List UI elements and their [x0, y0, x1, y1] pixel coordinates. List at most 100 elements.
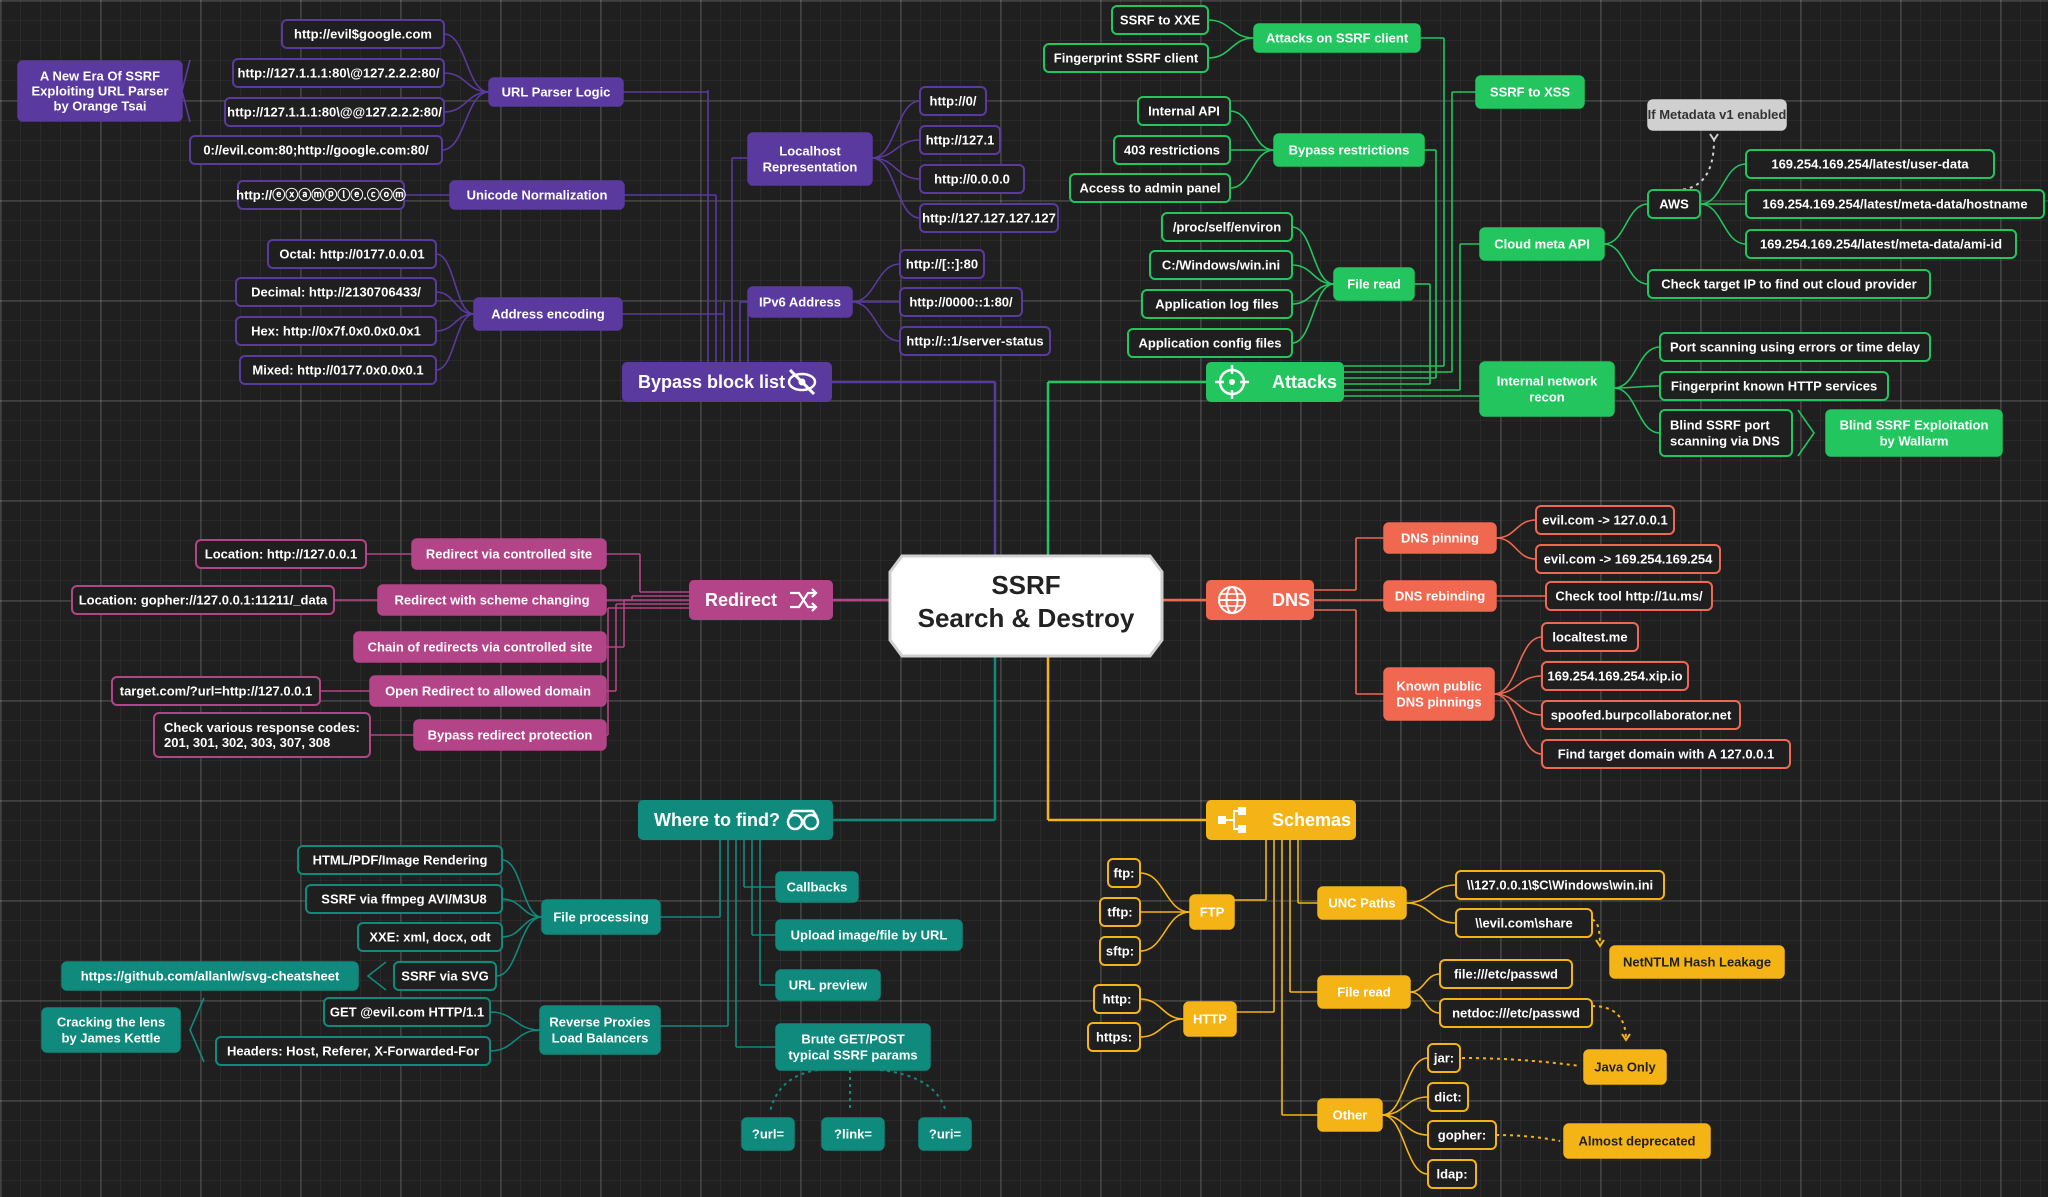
reverse-proxies-node-label: Load Balancers — [552, 1031, 649, 1046]
attacks-file-read-node-box — [1333, 267, 1415, 301]
file-processing-item-0: HTML/PDF/Image Rendering — [297, 845, 503, 875]
param-node-2-box — [918, 1117, 972, 1151]
shuffle-icon — [790, 588, 818, 612]
metadata-v1-note: If Metadata v1 enabled — [1647, 99, 1787, 131]
restriction-item-2-label: Access to admin panel — [1080, 181, 1221, 196]
crosshair-icon — [1215, 365, 1249, 399]
connector — [489, 1011, 541, 1031]
arrow-head — [1595, 939, 1605, 948]
connector — [1381, 1114, 1429, 1175]
check-target-ip-node: Check target IP to find out cloud provid… — [1647, 269, 1931, 299]
http-item-0-label: http: — [1103, 992, 1132, 1007]
address-encoding-item-3-box — [239, 355, 437, 385]
known-dns-item-0: localtest.me — [1541, 622, 1639, 652]
aws-metadata-item-0: 169.254.169.254/latest/user-data — [1745, 149, 1995, 179]
metadata-v1-note-box — [1647, 99, 1787, 131]
localhost-representation-node-box — [747, 132, 873, 186]
address-encoding-item-0-label: Octal: http://0177.0.0.01 — [279, 247, 424, 262]
http-item-0-box — [1093, 984, 1141, 1014]
url-parser-item-2-box — [224, 97, 445, 127]
redirect-main-node: Redirect — [689, 580, 833, 620]
unc-item-0-box — [1455, 870, 1665, 900]
fingerprint-ssrf-client-node-label: Fingerprint SSRF client — [1054, 51, 1199, 66]
schemas-file-item-1: netdoc:///etc/passwd — [1439, 998, 1593, 1028]
address-encoding-node-label: Address encoding — [491, 307, 604, 322]
address-encoding-item-3: Mixed: http://0177.0x0.0x0.1 — [239, 355, 437, 385]
kettle-reference-node-label: by James Kettle — [62, 1031, 161, 1046]
ftp-node: FTP — [1189, 894, 1235, 930]
connector-lines — [181, 19, 1815, 1175]
file-processing-item-0-label: HTML/PDF/Image Rendering — [313, 853, 488, 868]
ftp-item-1: tftp: — [1099, 897, 1141, 927]
netntlm-leakage-node-box — [1609, 945, 1785, 979]
file-processing-node: File processing — [541, 899, 661, 935]
other-schemas-node: Other — [1317, 1098, 1383, 1132]
schemas-file-read-node-box — [1317, 975, 1411, 1009]
localhost-item-0: http://0/ — [919, 86, 987, 116]
known-public-dns-node-label: DNS pinnings — [1396, 695, 1481, 710]
known-dns-item-3-label: Find target domain with A 127.0.0.1 — [1558, 747, 1774, 762]
connector — [1139, 1018, 1185, 1038]
connector — [1229, 149, 1275, 189]
attacks-main-node-label: Attacks — [1272, 372, 1337, 392]
file-processing-item-1-box — [305, 884, 503, 914]
connector — [1139, 872, 1191, 913]
dns-main-node-box — [1206, 580, 1314, 620]
restriction-item-1-box — [1113, 135, 1231, 165]
param-node-1: ?link= — [821, 1117, 885, 1151]
where-main-node-label: Where to find? — [654, 810, 780, 830]
metadata-v1-note-label: If Metadata v1 enabled — [1648, 107, 1787, 122]
connector — [501, 898, 543, 918]
other-schema-item-3-label: ldap: — [1436, 1167, 1467, 1182]
localhost-item-1-box — [919, 125, 1001, 155]
reverse-proxies-node-label: Reverse Proxies — [549, 1015, 650, 1030]
bracket — [366, 961, 387, 991]
attacks-file-item-1-label: C:/Windows/win.ini — [1162, 258, 1280, 273]
rp-get-example-box — [323, 997, 491, 1027]
dashed-connector — [879, 1069, 947, 1113]
wallarm-reference-node-label: by Wallarm — [1880, 434, 1949, 449]
open-redirect-example-label: target.com/?url=http://127.0.0.1 — [120, 684, 313, 699]
connector — [1493, 675, 1543, 695]
schemas-file-item-1-label: netdoc:///etc/passwd — [1452, 1006, 1580, 1021]
dns-pinning-item-1-box — [1535, 544, 1721, 574]
check-target-ip-node-label: Check target IP to find out cloud provid… — [1661, 277, 1916, 292]
connector — [1613, 387, 1661, 434]
connector — [1405, 884, 1457, 904]
localhost-item-2-label: http://0.0.0.0 — [934, 172, 1010, 187]
ipv6-item-1-box — [899, 287, 1023, 317]
attacks-file-item-2-label: Application log files — [1155, 297, 1279, 312]
netntlm-leakage-node: NetNTLM Hash Leakage — [1609, 945, 1785, 979]
https-item: https: — [1087, 1022, 1141, 1052]
port-scanning-node-box — [1659, 332, 1931, 362]
url-parser-logic-node-box — [488, 77, 624, 107]
url-parser-logic-node-label: URL Parser Logic — [502, 85, 611, 100]
attacks-file-item-3-box — [1127, 328, 1293, 358]
connector — [871, 157, 921, 180]
dns-pinning-node-label: DNS pinning — [1401, 531, 1479, 546]
localhost-item-2: http://0.0.0.0 — [919, 164, 1025, 194]
known-dns-item-1: 169.254.169.254.xip.io — [1541, 661, 1689, 691]
localhost-item-2-box — [919, 164, 1025, 194]
dns-main-node: DNS — [1206, 580, 1314, 620]
bypass-main-node: Bypass block list — [622, 362, 832, 402]
known-dns-item-3-box — [1541, 739, 1791, 769]
url-parser-item-1-box — [232, 58, 445, 88]
attacks-file-item-1: C:/Windows/win.ini — [1149, 250, 1293, 280]
bypass-restrictions-node: Bypass restrictions — [1273, 133, 1425, 167]
connector — [1139, 998, 1185, 1020]
ftp-item-2-label: sftp: — [1106, 944, 1134, 959]
connector — [1409, 973, 1441, 993]
dns-pinning-item-1: evil.com -> 169.254.169.254 — [1535, 544, 1721, 574]
aws-metadata-item-0-box — [1745, 149, 1995, 179]
http-node: HTTP — [1183, 1001, 1237, 1037]
http-node-box — [1183, 1001, 1237, 1037]
redirect-item-0-label: Redirect via controlled site — [426, 547, 592, 562]
localhost-item-0-box — [919, 86, 987, 116]
dns-pinning-item-0: evil.com -> 127.0.0.1 — [1535, 505, 1675, 535]
open-redirect-example: target.com/?url=http://127.0.0.1 — [111, 676, 321, 706]
ftp-item-1-label: tftp: — [1107, 905, 1132, 920]
ftp-item-2-box — [1099, 936, 1141, 966]
